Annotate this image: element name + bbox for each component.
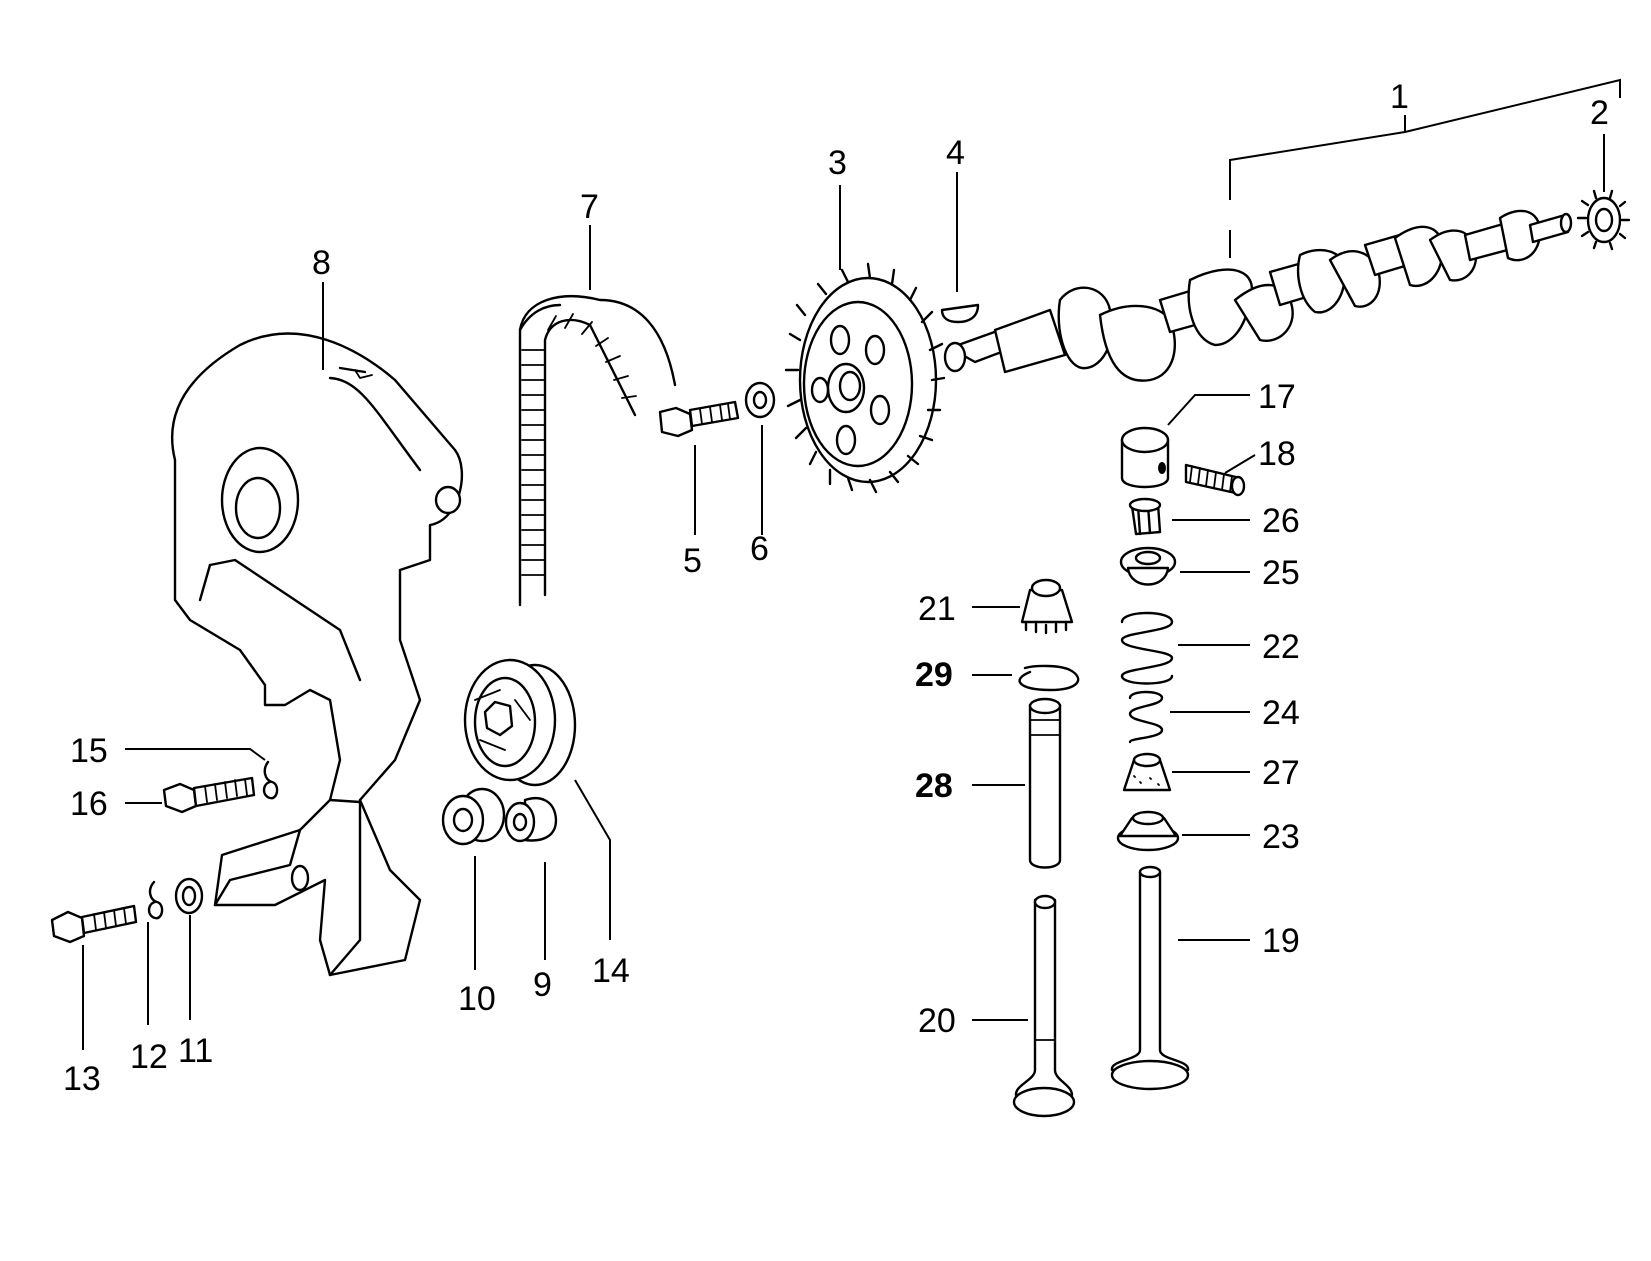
callout-18: 18 [1258,435,1296,473]
timing-belt-cover [171,332,463,977]
cover-bolt-16 [162,776,256,814]
callout-26: 26 [1262,502,1300,540]
callout-25: 25 [1262,554,1300,592]
valve-guide [1028,697,1062,869]
circlip [1018,664,1080,692]
distributor-gear [1576,189,1631,251]
spring-washer-15 [262,760,279,800]
valve-20 [1012,894,1076,1118]
woodruff-key [940,303,980,324]
callout-14: 14 [592,952,630,990]
callout-13: 13 [63,1060,101,1098]
callout-17: 17 [1258,378,1296,416]
callout-19: 19 [1262,922,1300,960]
callout-2: 2 [1590,94,1609,132]
callout-20: 20 [918,1002,956,1040]
valve-cap [1020,578,1074,635]
callout-23: 23 [1262,818,1300,856]
camshaft-sprocket [784,262,946,494]
callout-9: 9 [533,966,552,1004]
valve-collets [1128,497,1162,536]
camshaft [943,209,1573,382]
bushing-9 [504,797,558,843]
callout-1: 1 [1390,78,1409,116]
cover-bolt-13 [50,904,138,944]
callout-3: 3 [828,144,847,182]
callout-8: 8 [312,244,331,282]
bucket-tappet [1120,426,1170,489]
callout-29: 29 [915,656,953,694]
callout-4: 4 [946,134,965,172]
callout-16: 16 [70,785,108,823]
callout-21: 21 [918,590,956,628]
callout-12: 12 [130,1038,168,1076]
valve-stem-seal [1122,752,1172,792]
valve-19 [1110,865,1190,1091]
leader-lines [82,78,1621,1050]
callout-7: 7 [580,188,599,226]
callout-15: 15 [70,732,108,770]
outer-valve-spring [1120,611,1174,685]
tensioner-pulley [463,658,577,787]
spring-retainer [1119,546,1177,586]
callout-22: 22 [1262,628,1300,666]
spring-washer-12 [147,880,164,920]
washer-11 [174,877,204,915]
sprocket-bolt [658,400,740,438]
callout-6: 6 [750,530,769,568]
washer-6 [744,381,776,419]
callout-27: 27 [1262,754,1300,792]
callout-5: 5 [683,542,702,580]
callout-11: 11 [178,1032,213,1070]
tappet-spring [1184,463,1246,497]
toothed-belt [518,295,677,607]
inner-valve-spring [1128,690,1164,744]
callout-24: 24 [1262,694,1300,732]
callout-28: 28 [915,767,953,805]
lower-spring-seat [1116,810,1180,852]
bushing-10 [441,787,506,846]
callout-labels: 1 2 3 4 5 6 7 8 9 10 11 12 13 14 15 16 1… [63,78,1609,1098]
callout-10: 10 [458,980,496,1018]
